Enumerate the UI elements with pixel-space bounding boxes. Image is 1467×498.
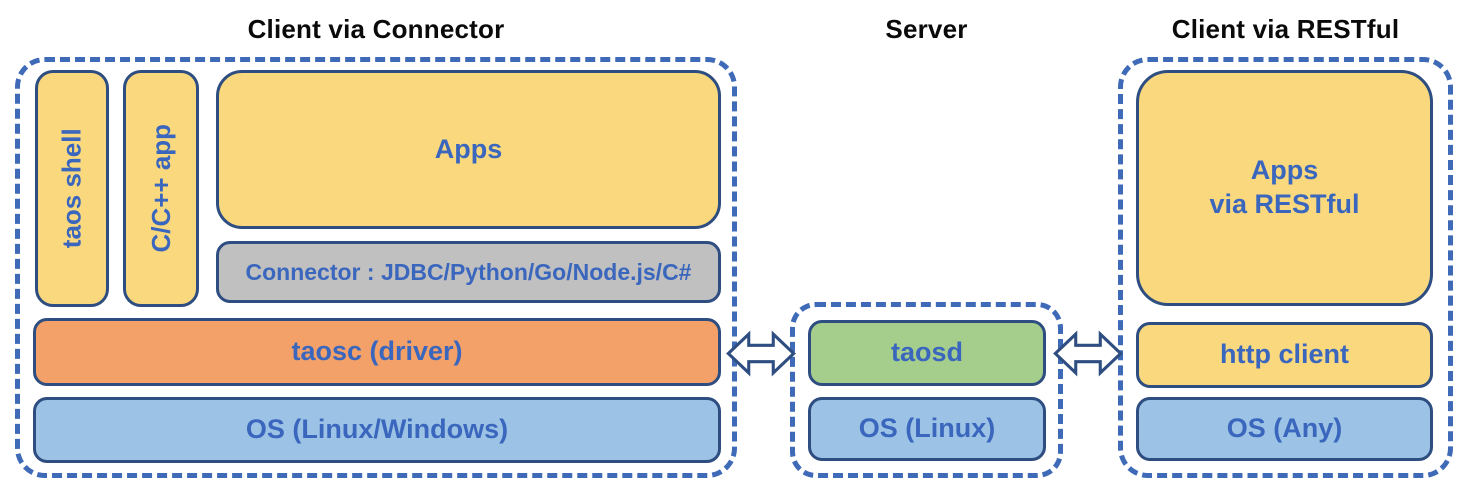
taosc-driver-label: taosc (driver) bbox=[291, 336, 463, 367]
os-any-box: OS (Any) bbox=[1136, 397, 1433, 461]
server-container bbox=[790, 302, 1063, 478]
os-linux-windows-box: OS (Linux/Windows) bbox=[33, 397, 721, 463]
connector-label: Connector : JDBC/Python/Go/Node.js/C# bbox=[245, 258, 692, 285]
apps-box: Apps bbox=[216, 70, 721, 229]
apps-via-restful-label-line2: via RESTful bbox=[1209, 189, 1360, 219]
os-linux-windows-label: OS (Linux/Windows) bbox=[245, 414, 509, 445]
taosd-box: taosd bbox=[808, 320, 1046, 386]
apps-via-restful-box: Apps via RESTful bbox=[1136, 70, 1433, 306]
http-client-box: http client bbox=[1136, 322, 1433, 388]
taosd-label: taosd bbox=[890, 337, 963, 368]
c-cpp-app-box: C/C++ app bbox=[123, 70, 199, 307]
os-linux-label: OS (Linux) bbox=[858, 413, 996, 444]
section-title-client-via-connector: Client via Connector bbox=[247, 13, 505, 44]
section-title-server: Server bbox=[885, 13, 968, 44]
taos-shell-box: taos shell bbox=[35, 70, 109, 307]
apps-via-restful-label-line1: Apps bbox=[1250, 155, 1319, 186]
apps-label: Apps bbox=[434, 133, 503, 164]
double-arrow-icon-server-restful bbox=[1053, 330, 1123, 377]
section-title-client-via-restful: Client via RESTful bbox=[1171, 13, 1400, 44]
os-linux-box: OS (Linux) bbox=[808, 397, 1046, 461]
taosc-driver-box: taosc (driver) bbox=[33, 318, 721, 386]
double-arrow-icon-client-server bbox=[726, 330, 796, 377]
taos-shell-label: taos shell bbox=[56, 128, 87, 249]
connector-box: Connector : JDBC/Python/Go/Node.js/C# bbox=[216, 241, 721, 303]
http-client-label: http client bbox=[1220, 339, 1349, 370]
os-any-label: OS (Any) bbox=[1226, 413, 1343, 444]
c-cpp-app-label: C/C++ app bbox=[145, 124, 176, 253]
client-via-connector-container bbox=[15, 57, 737, 478]
client-via-restful-container bbox=[1118, 57, 1453, 478]
